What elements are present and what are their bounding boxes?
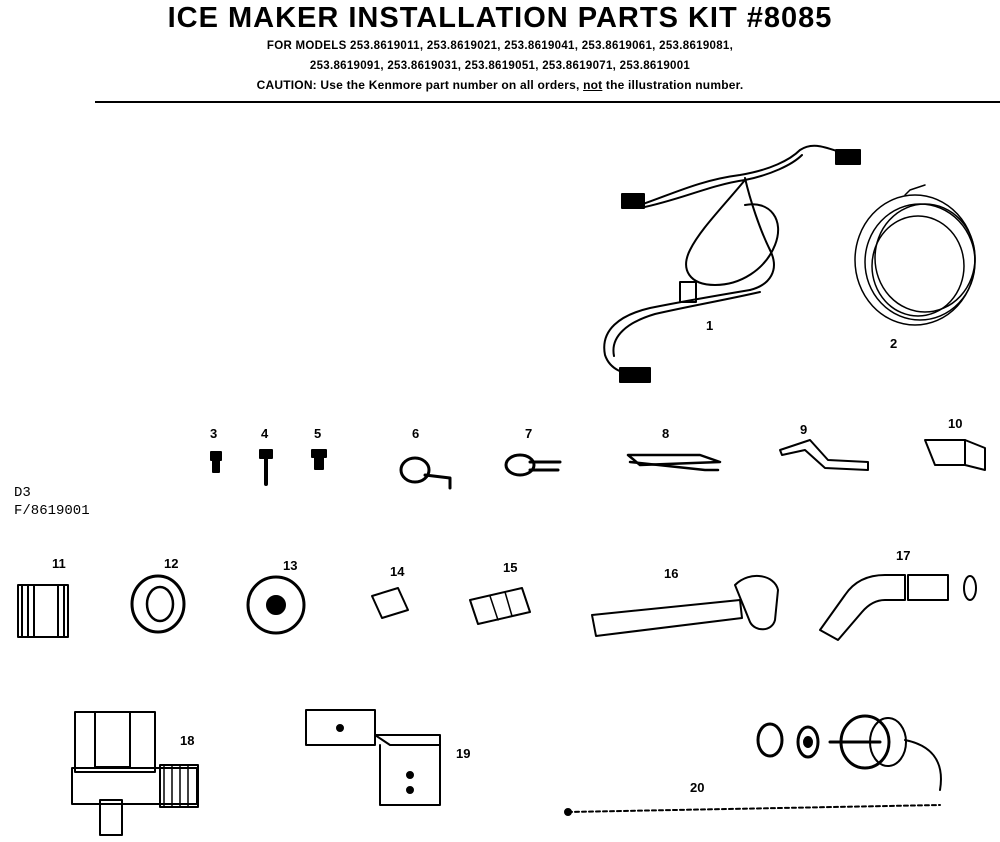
part-18-water-valve — [71, 711, 199, 836]
part-16-fill-tube — [591, 575, 779, 637]
part-19-mounting-bracket — [305, 709, 441, 806]
part-label-8: 8 — [662, 426, 669, 441]
part-12-ring-nut — [130, 574, 186, 634]
side-code-line-2: F/8619001 — [14, 503, 90, 519]
page-title: ICE MAKER INSTALLATION PARTS KIT #8085 — [167, 2, 833, 34]
part-label-19: 19 — [456, 746, 470, 761]
part-label-17: 17 — [896, 548, 910, 563]
part-1-wire-harness — [603, 144, 861, 383]
part-label-7: 7 — [525, 426, 532, 441]
side-code-line-1: D3 — [14, 485, 31, 501]
part-label-9: 9 — [800, 422, 807, 437]
part-3-screw-small — [210, 451, 222, 473]
part-13-washer — [246, 575, 306, 635]
part-7-clamp-b — [504, 453, 562, 477]
part-9-bracket-bent — [779, 439, 869, 471]
part-label-6: 6 — [412, 426, 419, 441]
part-11-grommet-ribbed — [17, 584, 69, 638]
side-code: D3 F/8619001 — [14, 484, 90, 520]
part-label-4: 4 — [261, 426, 269, 441]
part-14-insert-small — [371, 587, 409, 619]
part-label-18: 18 — [180, 733, 194, 748]
caution-suffix: the illustration number. — [602, 78, 744, 92]
part-label-3: 3 — [210, 426, 217, 441]
part-label-2: 2 — [890, 336, 897, 351]
part-17-elbow-connector — [819, 574, 977, 641]
header-rule — [95, 101, 1000, 103]
part-label-16: 16 — [664, 566, 678, 581]
models-line-2: 253.8619091, 253.8619031, 253.8619051, 2… — [309, 60, 691, 72]
part-8-clip-flat — [626, 453, 722, 472]
part-20-saddle-valve-assembly — [564, 714, 942, 816]
part-label-13: 13 — [283, 558, 297, 573]
part-label-10: 10 — [948, 416, 962, 431]
part-label-14: 14 — [390, 564, 405, 579]
part-label-20: 20 — [690, 780, 704, 795]
caution-note: CAUTION: Use the Kenmore part number on … — [0, 78, 1000, 92]
part-5-screw-short — [311, 449, 327, 470]
part-4-screw-long — [259, 449, 273, 486]
part-6-clamp-a — [399, 456, 452, 490]
part-label-11: 11 — [52, 556, 66, 571]
part-label-5: 5 — [314, 426, 321, 441]
caution-not: not — [583, 78, 603, 92]
part-10-bracket-angle — [924, 439, 986, 471]
part-label-15: 15 — [503, 560, 517, 575]
models-line-1: FOR MODELS 253.8619011, 253.8619021, 253… — [266, 40, 734, 52]
part-15-sleeve — [469, 587, 531, 625]
part-2-water-tube-coil — [854, 184, 976, 326]
caution-prefix: CAUTION: Use the Kenmore part number on … — [256, 78, 584, 92]
part-label-12: 12 — [164, 556, 178, 571]
part-label-1: 1 — [706, 318, 713, 333]
